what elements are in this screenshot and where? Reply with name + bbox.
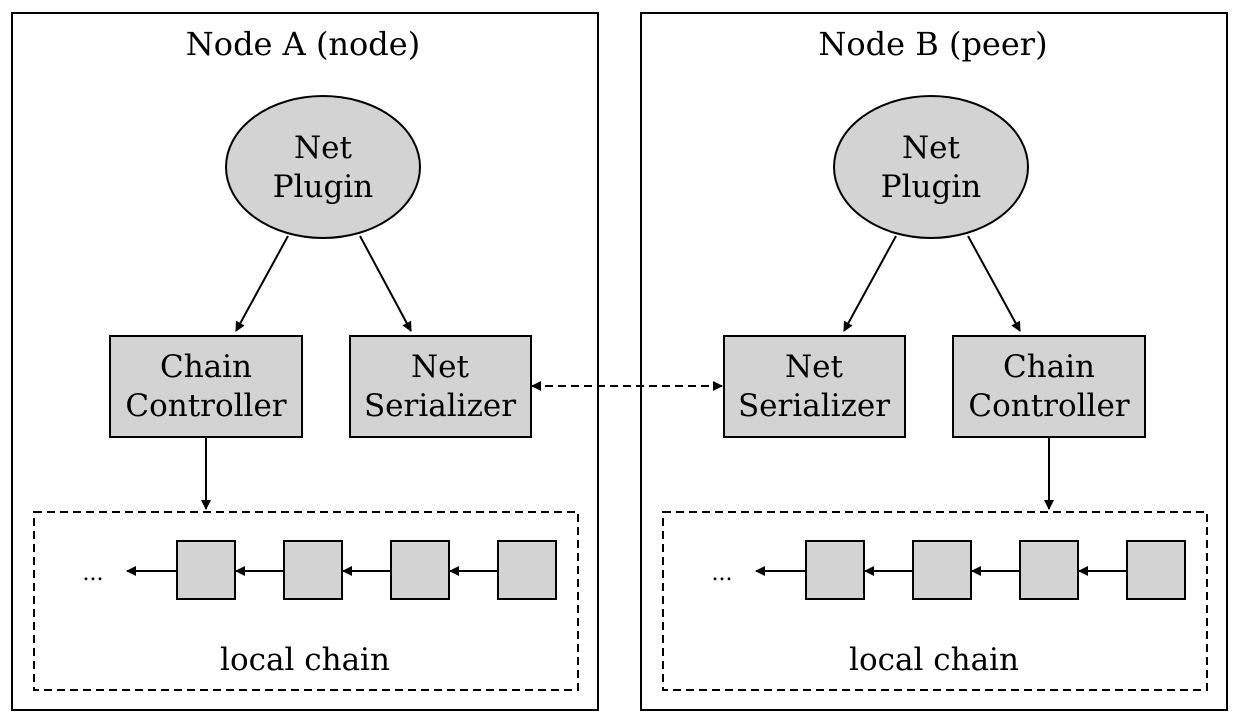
node-a-local-chain: ... local chain [33, 511, 579, 691]
node-a-net-plugin-line2: Plugin [273, 169, 373, 205]
node-a-plugin-to-serializer-arrow [359, 235, 412, 332]
node-b-title: Node B (peer) [818, 25, 1047, 63]
node-b-cluster: Node B (peer) Net Plugin Net Serializer … [640, 12, 1228, 711]
node-b-block-3 [1019, 540, 1079, 600]
node-a-block-3 [390, 540, 450, 600]
node-a-net-serializer-shape [349, 335, 532, 438]
node-a-block-4 [497, 540, 557, 600]
node-a-net-plugin: Net Plugin [225, 95, 421, 239]
node-b-chain-controller-shape [952, 335, 1146, 438]
node-a-chain-controller-line2: Controller [125, 388, 286, 424]
node-b-block-1 [805, 540, 865, 600]
node-a-block-2 [283, 540, 343, 600]
node-a-net-serializer-line2: Serializer [364, 388, 516, 424]
node-b-net-plugin-line1: Net [902, 130, 960, 166]
node-b-chain-controller-line1: Chain [1003, 349, 1095, 385]
node-a-chain-controller-shape [109, 335, 303, 438]
node-a-chain-controller: Chain Controller [109, 335, 303, 438]
node-b-plugin-to-serializer-arrow [843, 235, 897, 332]
node-a-local-chain-border [33, 511, 579, 691]
node-a-plugin-to-controller-arrow [235, 235, 289, 332]
node-b-net-serializer-line2: Serializer [738, 388, 890, 424]
node-b-net-plugin-line2: Plugin [881, 169, 981, 205]
node-b-net-plugin-shape [833, 95, 1029, 239]
node-b-net-serializer-line1: Net [785, 349, 843, 385]
node-b-local-chain: ... local chain [662, 511, 1208, 691]
node-b-net-plugin: Net Plugin [833, 95, 1029, 239]
node-a-net-plugin-shape [225, 95, 421, 239]
node-b-chain-controller-line2: Controller [968, 388, 1129, 424]
node-a-chain-controller-line1: Chain [160, 349, 252, 385]
node-b-block-4 [1126, 540, 1186, 600]
node-b-local-chain-border [662, 511, 1208, 691]
node-b-local-chain-label: local chain [849, 642, 1019, 678]
node-a-title: Node A (node) [186, 25, 420, 63]
node-a-chain-ellipsis: ... [83, 561, 104, 586]
node-b-chain-ellipsis: ... [712, 561, 733, 586]
node-b-chain-controller: Chain Controller [952, 335, 1146, 438]
node-b-net-serializer-shape [723, 335, 906, 438]
node-a-net-serializer-line1: Net [411, 349, 469, 385]
node-b-plugin-to-controller-arrow [967, 235, 1021, 332]
node-a-net-plugin-line1: Net [294, 130, 352, 166]
node-a-local-chain-label: local chain [220, 642, 390, 678]
node-a-block-1 [176, 540, 236, 600]
node-b-block-2 [912, 540, 972, 600]
node-b-net-serializer: Net Serializer [723, 335, 906, 438]
node-a-net-serializer: Net Serializer [349, 335, 532, 438]
node-a-cluster: Node A (node) Net Plugin Chain Controlle… [11, 12, 599, 711]
